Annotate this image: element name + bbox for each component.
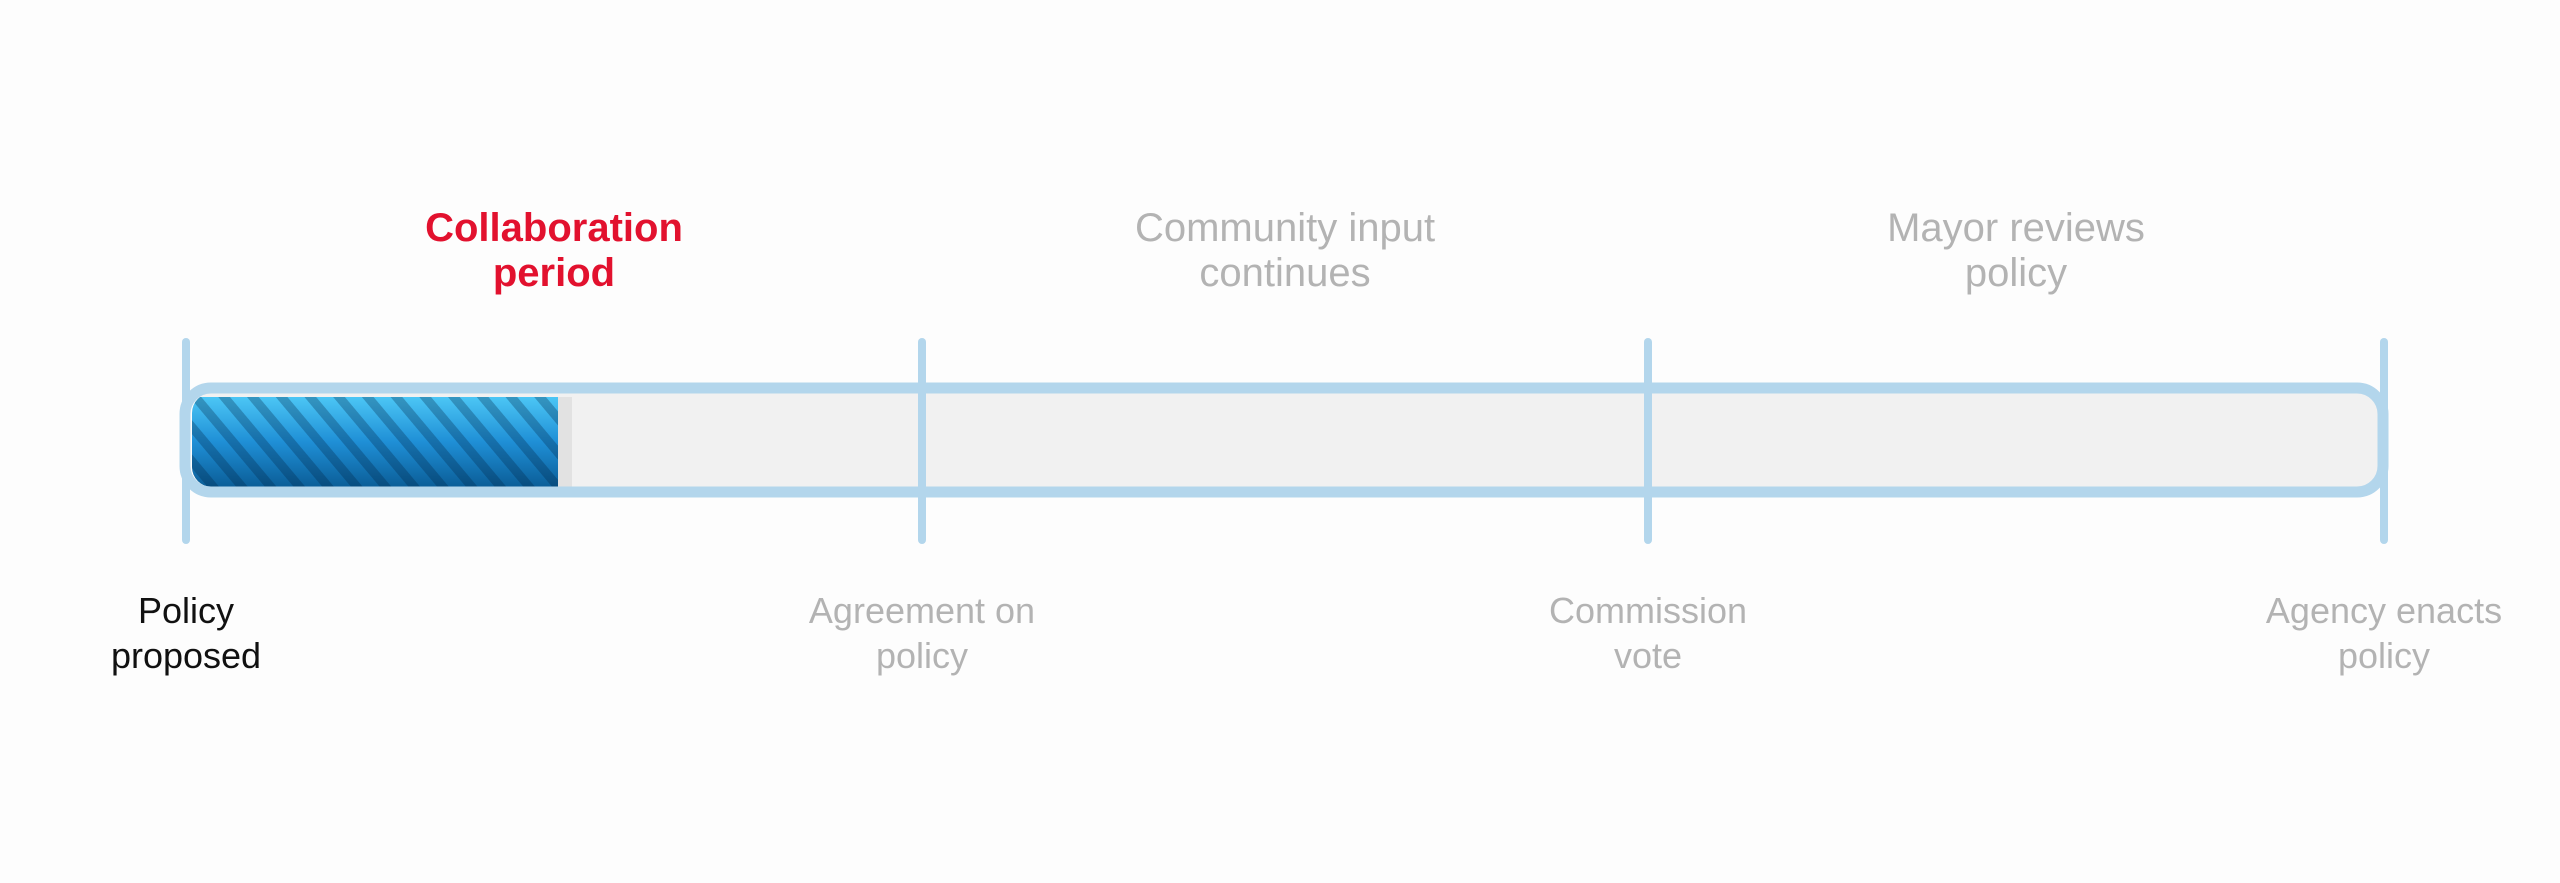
track-fill — [192, 393, 2378, 487]
milestone-label-3: Commission vote — [1548, 590, 1748, 676]
milestone-label-4: Agency enacts policy — [2265, 590, 2503, 676]
phase-label-3: Mayor reviews policy — [1887, 206, 2145, 295]
milestone-label-2: Agreement on policy — [808, 590, 1036, 676]
milestone-label-1: Policy proposed — [110, 590, 262, 676]
phase-label-2: Community input continues — [1134, 206, 1436, 295]
progress-stripes — [192, 397, 558, 487]
phase-label-1: Collaboration period — [425, 206, 683, 295]
progress-edge-shadow — [558, 397, 572, 487]
progress-bar — [192, 397, 572, 487]
